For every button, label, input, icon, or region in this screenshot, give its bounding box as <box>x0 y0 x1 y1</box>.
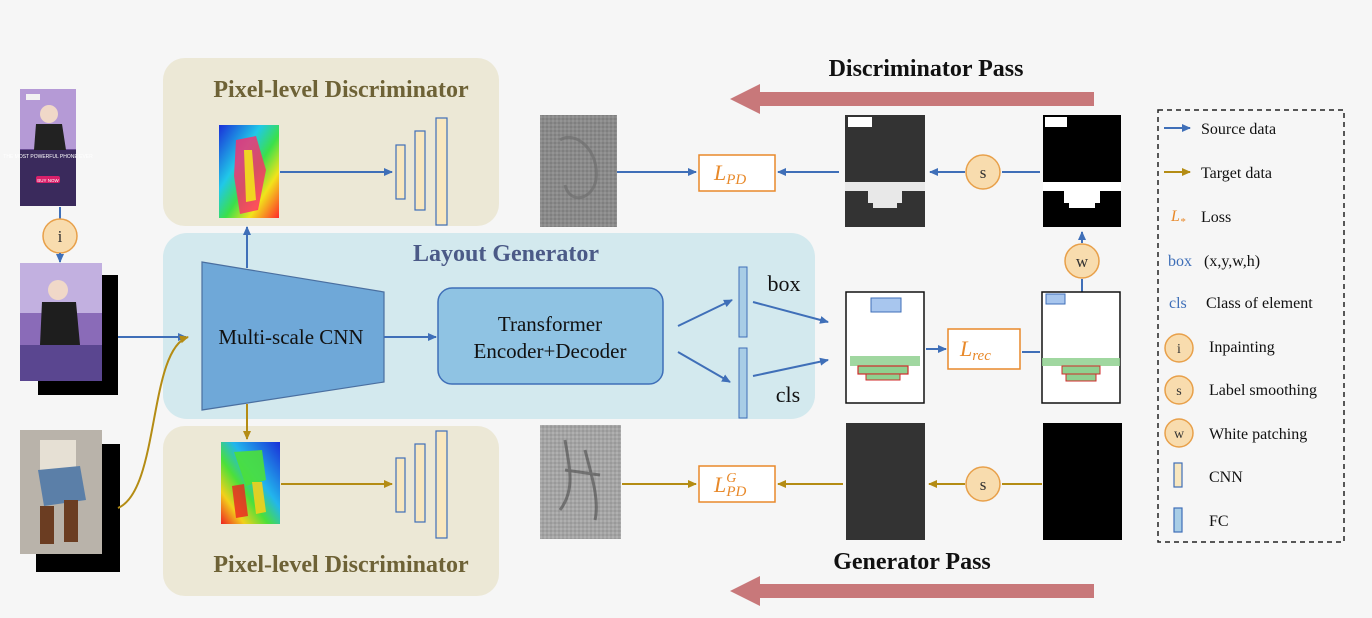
transformer-label-line2: Encoder+Decoder <box>474 339 627 363</box>
multi-scale-cnn-label: Multi-scale CNN <box>218 325 363 349</box>
generated-layout <box>845 291 925 404</box>
poster-button: BUY NOW <box>37 178 59 183</box>
legend-box-key: box <box>1168 253 1192 270</box>
discriminator-pass-arrow <box>730 84 1094 114</box>
cnn-layer-bottom-3 <box>435 430 448 539</box>
multi-scale-cnn-block <box>201 261 385 411</box>
discriminator-pass-label: Discriminator Pass <box>829 56 1024 82</box>
discriminator-output-bottom <box>540 425 621 539</box>
generator-pass-label: Generator Pass <box>833 549 991 575</box>
legend-cnn: CNN <box>1209 469 1243 486</box>
legend-inpainting-symbol: i <box>1177 342 1181 357</box>
heatmap-target <box>221 442 280 524</box>
discriminator-title-bottom: Pixel-level Discriminator <box>213 552 469 578</box>
cnn-layer-bottom-1 <box>395 457 406 513</box>
white-patching-node <box>1064 243 1100 279</box>
cnn-layer-top-1 <box>395 144 406 200</box>
legend-fc-icon <box>1173 507 1183 533</box>
layout-generator-title: Layout Generator <box>413 241 599 267</box>
smoothing-node-bottom-label: s <box>980 475 987 494</box>
legend-fc: FC <box>1209 513 1229 530</box>
discriminator-output-top <box>540 115 617 227</box>
white-patching-node-label: w <box>1076 252 1089 271</box>
heatmap-source <box>219 125 279 218</box>
cls-output-label: cls <box>776 382 800 407</box>
legend-smoothing-symbol: s <box>1176 384 1181 399</box>
smoothing-node-top <box>965 154 1001 190</box>
fc-layer-box <box>738 266 748 338</box>
legend-inpainting: Inpainting <box>1209 339 1275 356</box>
cnn-layer-top-3 <box>435 117 448 226</box>
transformer-label-line1: Transformer <box>498 312 602 336</box>
legend-target-data: Target data <box>1201 165 1272 182</box>
legend-label-smoothing: Label smoothing <box>1209 382 1317 399</box>
smoothed-mask-bottom <box>846 423 925 540</box>
box-output-label: box <box>768 271 801 296</box>
source-poster-image: THE MOST POWERFUL PHONE EVER BUY NOW <box>3 89 93 206</box>
legend-white-patching: White patching <box>1209 426 1307 443</box>
loss-rec-box <box>947 328 1021 370</box>
binary-mask-bottom <box>1043 423 1122 540</box>
generator-pass-arrow <box>730 576 1094 606</box>
fc-layer-cls <box>738 347 748 419</box>
legend-white-patching-symbol: w <box>1174 427 1185 442</box>
legend-cnn-icon <box>1173 462 1183 488</box>
inpainted-poster-image <box>20 263 118 395</box>
legend-source-data: Source data <box>1201 121 1276 138</box>
transformer-block <box>437 287 664 385</box>
poster-headline: THE MOST POWERFUL PHONE EVER <box>3 154 93 160</box>
binary-mask-top <box>1043 115 1121 227</box>
legend-cls-key: cls <box>1169 295 1187 312</box>
loss-pdg-box <box>698 465 776 503</box>
cnn-layer-bottom-2 <box>414 443 426 523</box>
inpainting-node-label: i <box>58 227 63 246</box>
legend-box-desc: (x,y,w,h) <box>1204 253 1260 270</box>
loss-pd-label: LPD <box>713 160 746 188</box>
smoothing-node-top-label: s <box>980 163 987 182</box>
smoothed-mask-top <box>845 115 925 227</box>
ground-truth-layout <box>1041 291 1121 404</box>
legend-cls-desc: Class of element <box>1206 295 1313 312</box>
legend-box <box>1157 109 1345 543</box>
target-image <box>20 430 120 572</box>
smoothing-node-bottom <box>965 466 1001 502</box>
discriminator-title-top: Pixel-level Discriminator <box>213 77 469 103</box>
loss-rec-label: Lrec <box>959 336 991 364</box>
loss-pd-box <box>698 154 776 192</box>
legend-inpainting-icon <box>1164 333 1194 363</box>
legend-loss: Loss <box>1201 209 1231 226</box>
legend-smoothing-icon <box>1164 375 1194 405</box>
legend-white-patching-icon <box>1164 418 1194 448</box>
legend-loss-symbol: L* <box>1170 208 1186 228</box>
cnn-layer-top-2 <box>414 130 426 211</box>
